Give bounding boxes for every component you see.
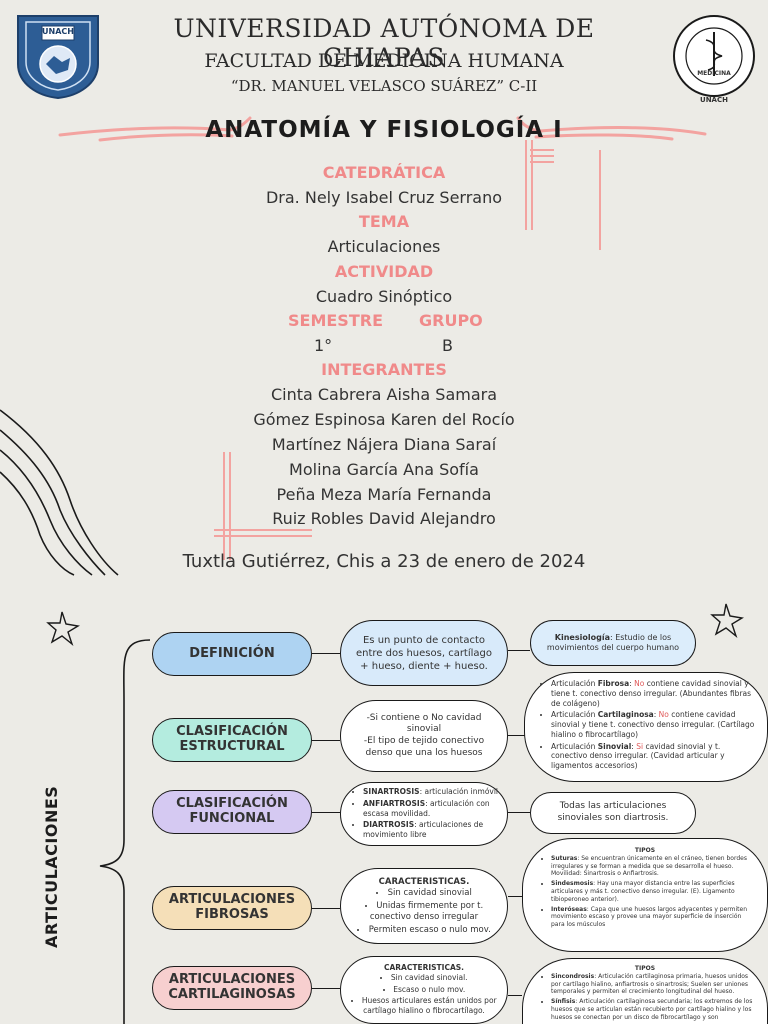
connector <box>312 740 340 741</box>
type-item: Articulación Fibrosa: No contiene cavida… <box>551 679 755 708</box>
funcional-note: Todas las articulaciones sinoviales son … <box>530 792 696 834</box>
type-item: Suturas: Se encuentran únicamente en el … <box>551 855 753 878</box>
unach-shield-logo: UNACH <box>12 12 104 100</box>
car-item: Sin cavidad sinovial <box>351 888 497 899</box>
type-item: Sindesmosis: Hay una mayor distancia ent… <box>551 880 753 903</box>
car-label: CARACTERISTICAS. <box>378 877 470 887</box>
tema-label: TEMA <box>358 212 410 231</box>
connector <box>508 896 522 897</box>
cartilaginosas-types: TIPOS Sincondrosis: Articulación cartila… <box>522 958 768 1024</box>
type-item: Sínfisis: Articulación cartilaginosa sec… <box>551 998 753 1021</box>
fibrosas-node: ARTICULACIONES FIBROSAS <box>152 886 312 930</box>
grupo-value: B <box>442 336 453 355</box>
seal-inner-label: MEDICINA <box>697 70 731 77</box>
type-item: Articulación Sinovial: Si cavidad sinovi… <box>551 742 755 771</box>
car-item: Huesos articulares están unidos por cart… <box>351 996 497 1016</box>
cartilaginosas-node: ARTICULACIONES CARTILAGINOSAS <box>152 966 312 1010</box>
integrante-name: Martínez Nájera Diana Saraí <box>271 435 497 454</box>
connector <box>508 995 522 996</box>
car-item: Sin cavidad sinovial. <box>351 973 497 983</box>
tema-value: Articulaciones <box>327 237 441 256</box>
definicion-text: Es un punto de contacto entre dos huesos… <box>340 620 508 686</box>
integrante-name: Cinta Cabrera Aisha Samara <box>270 385 498 404</box>
integrante-name: Molina García Ana Sofía <box>289 460 479 479</box>
connector <box>312 812 340 813</box>
logo-left-label: UNACH <box>42 27 74 36</box>
kinesiologia-oval: Kinesiología: Estudio de los movimientos… <box>530 620 696 666</box>
criteria-line: -El tipo de tejido conectivo denso que u… <box>363 736 485 758</box>
car-label: CARACTERISTICAS. <box>383 963 465 972</box>
connector <box>508 650 530 651</box>
actividad-value: Cuadro Sinóptico <box>315 287 453 306</box>
grupo-label: GRUPO <box>419 311 483 330</box>
medicina-seal-logo: MEDICINA UNACH <box>672 14 756 104</box>
fibrosas-types: TIPOS Suturas: Se encuentran únicamente … <box>522 838 768 952</box>
root-label: ARTICULACIONES <box>42 785 61 948</box>
type-item: ANFIARTROSIS: articulación con escasa mo… <box>363 799 499 819</box>
connector <box>508 812 530 813</box>
catedratica-label: CATEDRÁTICA <box>322 163 446 182</box>
actividad-label: ACTIVIDAD <box>334 262 434 281</box>
integrante-name: Gómez Espinosa Karen del Rocío <box>253 410 515 429</box>
funcional-types: SINARTROSIS: articulación inmóvil ANFIAR… <box>340 782 508 846</box>
kin-text: : Estudio de los movimientos del cuerpo … <box>546 632 680 652</box>
integrante-name: Peña Meza María Fernanda <box>276 485 492 504</box>
estructural-node: CLASIFICACIÓN ESTRUCTURAL <box>152 718 312 762</box>
criteria-line: -Si contiene o No cavidad sinovial <box>366 712 482 735</box>
car-item: Escaso o nulo mov. <box>351 985 497 995</box>
semestre-label: SEMESTRE <box>288 311 383 330</box>
catedratica-name: Dra. Nely Isabel Cruz Serrano <box>265 188 503 207</box>
subject-title: ANATOMÍA Y FISIOLOGÍA I <box>205 117 563 143</box>
university-name: UNIVERSIDAD AUTÓNOMA DE CHIAPAS <box>173 14 595 72</box>
place-date: Tuxtla Gutiérrez, Chis a 23 de enero de … <box>182 551 586 572</box>
integrante-name: Ruiz Robles David Alejandro <box>272 509 496 528</box>
type-item: DIARTROSIS: articulaciones de movimiento… <box>363 820 499 840</box>
tipos-label: TIPOS <box>634 965 656 972</box>
funcional-node: CLASIFICACIÓN FUNCIONAL <box>152 790 312 834</box>
type-item: Sincondrosis: Articulación cartilaginosa… <box>551 973 753 996</box>
type-item: Interóseas: Capa que une huesos largos a… <box>551 906 753 929</box>
integrantes-label: INTEGRANTES <box>321 360 447 379</box>
kin-term: Kinesiología <box>554 632 610 642</box>
seal-bottom-label: UNACH <box>700 96 728 104</box>
campus-name: “DR. MANUEL VELASCO SUÁREZ” C-II <box>230 77 538 95</box>
tipos-label: TIPOS <box>634 847 656 854</box>
car-item: Permiten escaso o nulo mov. <box>351 925 497 936</box>
semestre-value: 1° <box>314 336 333 355</box>
connector <box>508 735 528 736</box>
type-item: Articulación Cartilaginosa: No contiene … <box>551 710 755 739</box>
fibrosas-characteristics: CARACTERISTICAS. Sin cavidad sinovial Un… <box>340 868 508 944</box>
car-item: Unidas firmemente por t. conectivo denso… <box>351 901 497 923</box>
estructural-criteria: -Si contiene o No cavidad sinovial -El t… <box>340 700 508 772</box>
connector <box>312 908 340 909</box>
star-icon <box>46 611 80 647</box>
cartilaginosas-characteristics: CARACTERISTICAS. Sin cavidad sinovial. E… <box>340 956 508 1024</box>
estructural-types: Articulación Fibrosa: No contiene cavida… <box>524 672 768 782</box>
faculty-name: FACULTAD DE MEDICINA HUMANA <box>204 50 564 72</box>
star-icon <box>710 603 744 639</box>
connector <box>312 988 340 989</box>
type-item: SINARTROSIS: articulación inmóvil <box>363 787 499 797</box>
definicion-node: DEFINICIÓN <box>152 632 312 676</box>
connector <box>312 653 340 654</box>
